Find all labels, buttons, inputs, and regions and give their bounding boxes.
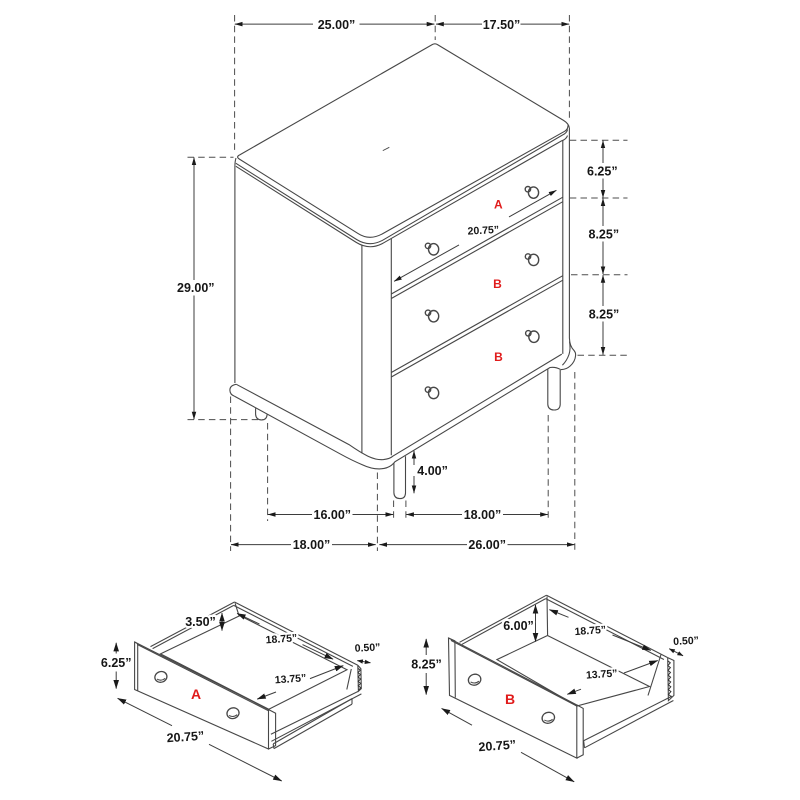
svg-text:13.75”: 13.75” [586, 668, 618, 682]
svg-text:20.75”: 20.75” [467, 224, 499, 238]
svg-text:8.25”: 8.25” [589, 308, 620, 322]
svg-text:A: A [191, 686, 201, 702]
svg-text:6.25”: 6.25” [101, 656, 132, 670]
svg-text:4.00”: 4.00” [417, 464, 448, 478]
svg-text:3.50”: 3.50” [185, 615, 216, 629]
svg-text:0.50”: 0.50” [354, 641, 380, 654]
svg-text:A: A [494, 198, 503, 212]
svg-text:18.00”: 18.00” [464, 508, 502, 522]
svg-text:8.25”: 8.25” [589, 228, 620, 242]
svg-text:16.00”: 16.00” [314, 508, 352, 522]
svg-text:6.00”: 6.00” [503, 619, 534, 633]
svg-text:20.75”: 20.75” [478, 738, 516, 755]
svg-text:6.25”: 6.25” [587, 164, 618, 178]
svg-text:13.75”: 13.75” [274, 672, 306, 686]
svg-text:17.50”: 17.50” [483, 18, 521, 32]
svg-text:25.00”: 25.00” [318, 18, 356, 32]
svg-text:0.50”: 0.50” [673, 635, 699, 648]
svg-text:B: B [505, 691, 515, 707]
svg-text:29.00”: 29.00” [177, 281, 215, 295]
svg-text:26.00”: 26.00” [468, 538, 506, 552]
svg-text:20.75”: 20.75” [166, 729, 204, 746]
svg-text:8.25”: 8.25” [411, 658, 442, 672]
svg-text:B: B [494, 350, 503, 364]
svg-text:B: B [493, 277, 502, 291]
svg-text:18.75”: 18.75” [265, 632, 297, 646]
svg-text:18.75”: 18.75” [574, 624, 606, 638]
svg-text:18.00”: 18.00” [293, 538, 331, 552]
